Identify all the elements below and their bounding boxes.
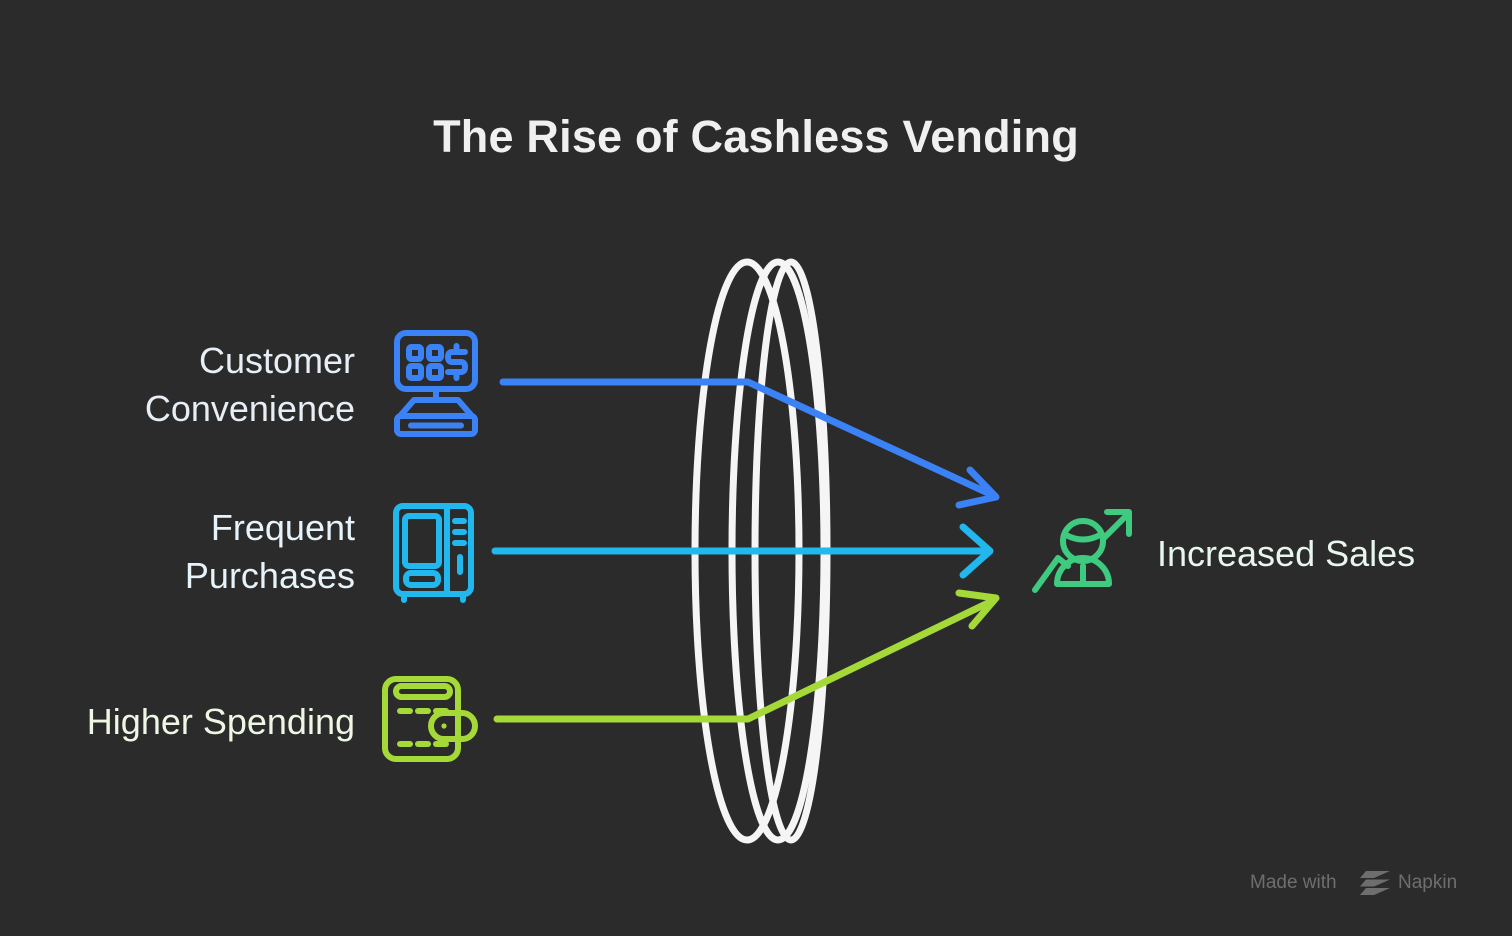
node-increased-sales[interactable]: Increased Sales [1032, 509, 1415, 593]
label-frequent-purchases-line1: Frequent [211, 507, 355, 548]
arrowhead-blue [955, 466, 1000, 509]
connector-frequent-purchases [491, 523, 994, 579]
connector-line-blue [499, 378, 994, 498]
label-increased-sales: Increased Sales [1157, 533, 1415, 574]
node-frequent-purchases[interactable]: Frequent Purchases [185, 503, 474, 603]
label-higher-spending: Higher Spending [87, 701, 355, 742]
label-customer-convenience-line2: Convenience [145, 388, 355, 429]
sales-growth-person-icon [1032, 509, 1132, 593]
vending-machine-icon [393, 503, 474, 603]
watermark-brand: Napkin [1398, 872, 1457, 893]
connector-line-green [493, 598, 994, 723]
arrowhead-green [955, 589, 1000, 630]
label-customer-convenience-line1: Customer [199, 340, 355, 381]
arrowhead-cyan [959, 523, 994, 579]
node-customer-convenience[interactable]: Customer Convenience [145, 330, 478, 437]
connector-customer-convenience [499, 378, 1000, 509]
connector-higher-spending [493, 589, 1000, 723]
napkin-chevron-logo-icon [1360, 871, 1390, 895]
payment-terminal-icon [394, 330, 478, 437]
napkin-watermark: Made with Napkin [1250, 871, 1457, 895]
page-title: The Rise of Cashless Vending [433, 111, 1079, 162]
wallet-icon [382, 676, 478, 762]
label-frequent-purchases-line2: Purchases [185, 555, 355, 596]
node-higher-spending[interactable]: Higher Spending [87, 676, 478, 762]
watermark-prefix: Made with [1250, 872, 1337, 893]
